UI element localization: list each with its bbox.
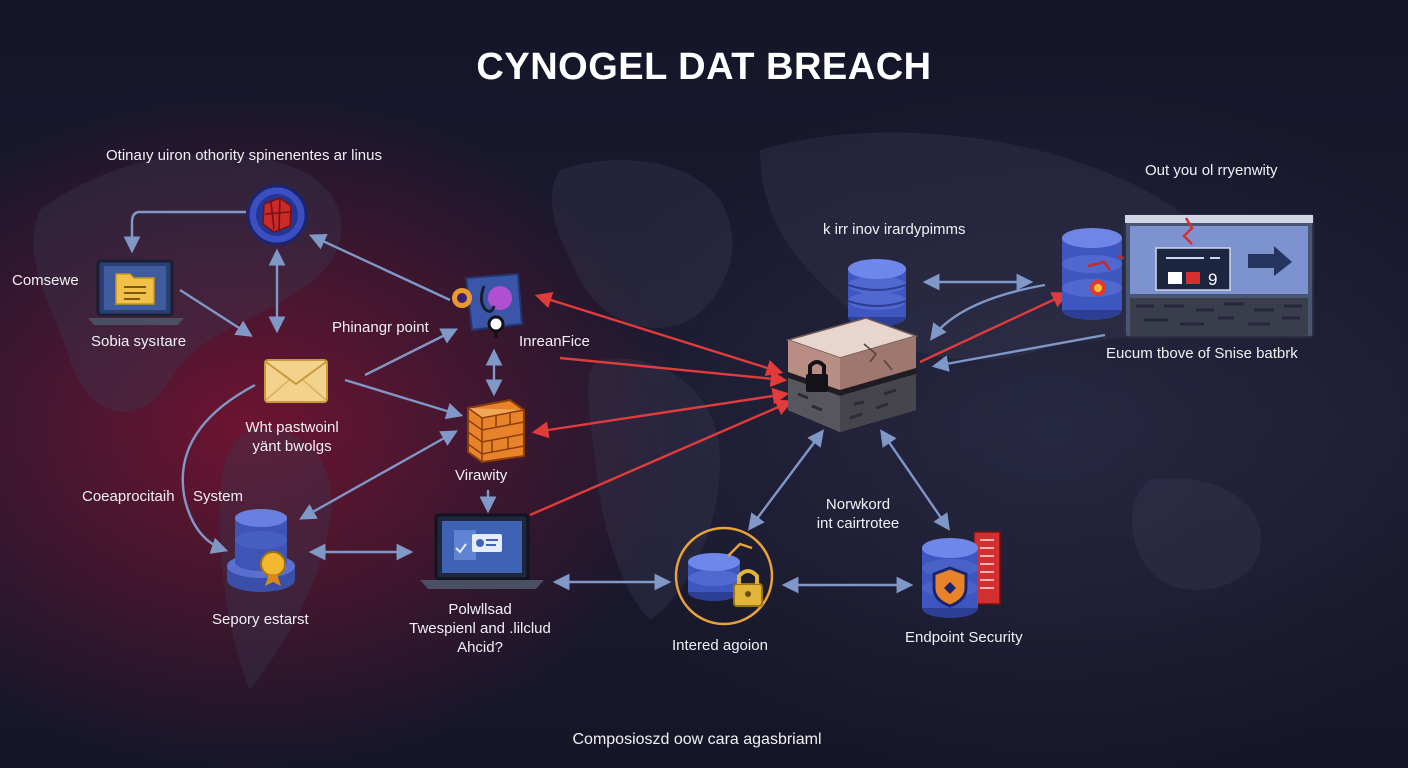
laptop-folder-node [88,258,184,328]
attack-monitor-node: 9 [1124,214,1314,338]
monitor-number: 9 [1208,270,1217,289]
envelope-node [263,358,329,404]
label-interface: InreanFice [519,333,590,350]
label-wht-password: Wht pastwoinl yänt bwolgs [245,419,339,455]
label-intered-agoion: Intered agoion [672,637,768,654]
label-system: System [193,488,244,505]
database-certificate-icon [227,509,295,592]
virus-badge-icon [246,184,308,246]
label-endpoint-security: Endpoint Security [905,629,1023,646]
endpoint-shield-icon [922,531,1001,618]
database-certificate-node [225,502,301,598]
top-right-caption: Out you ol rryenwity [1145,162,1278,179]
firewall-node [462,396,528,464]
endpoint-security-node [920,530,1004,620]
breach-cube-node [784,314,920,438]
damaged-database-node [1058,226,1138,322]
laptop-folder-icon [88,259,184,325]
label-phinangr-point: Phinangr point [332,319,429,336]
breached-data-cube-icon [785,317,919,432]
label-sepory-estarst: Sepory estarst [212,611,309,628]
firewall-brick-icon [467,398,525,464]
database-lock-icon [674,526,774,626]
label-kirr-inov: k irr inov irardypimms [823,221,966,238]
virus-badge-node [246,184,308,246]
database-lock-node [672,524,784,628]
label-coeaprocitaih: Coeaprocitaih [82,488,175,505]
label-norwkord: Norwkord int cairtrotee [816,496,900,532]
damaged-database-icon [1062,228,1137,320]
label-comsewe: Comsewe [12,272,79,289]
phishing-point-node [450,272,526,342]
attack-monitor-icon: 9 [1124,214,1314,338]
label-virawity: Virawity [455,467,508,484]
diagram-title: CYNOGEL DAT BREACH [476,46,932,88]
top-left-caption: Otinaıy uiron othority spinenentes ar li… [106,147,382,164]
label-sobia-systare: Sobia sysıtare [91,333,187,350]
laptop-id-node [420,512,544,592]
footer-caption: Composioszd oow cara agasbriaml [572,731,822,748]
envelope-icon [264,359,328,403]
phishing-hook-icon [452,272,524,338]
label-polwllsad: Polwllsad Twespienl and .lilclud Ahcid? [409,601,551,656]
laptop-id-card-icon [420,513,544,589]
label-eucum: Eucum tbove of Snise batbrk [1106,345,1298,362]
